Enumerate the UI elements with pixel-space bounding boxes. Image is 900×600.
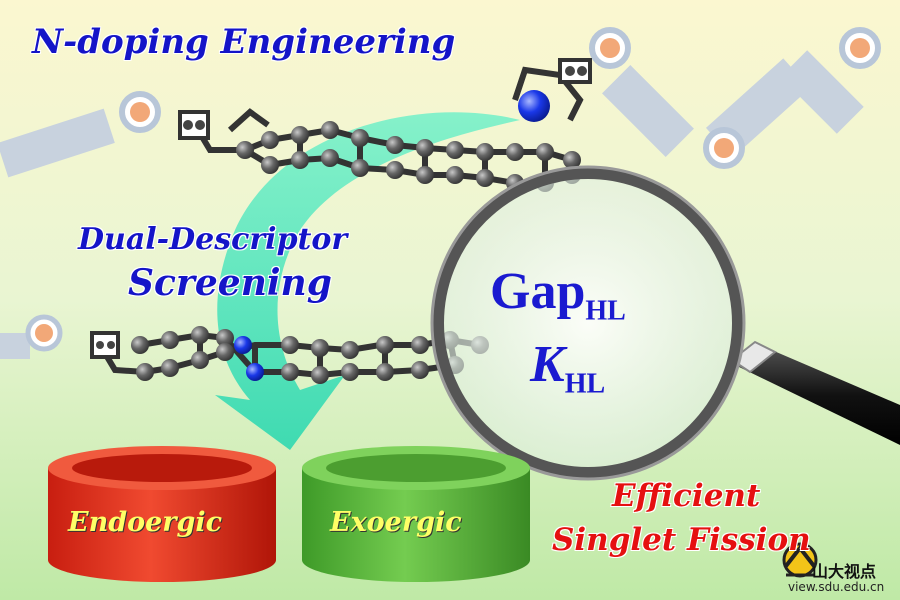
polymer-chain-top	[589, 27, 881, 169]
k-descriptor: KHL	[530, 335, 605, 400]
molecule-top-atoms	[178, 58, 592, 192]
gap-subscript: HL	[585, 295, 626, 327]
watermark-url: view.sdu.edu.cn	[788, 580, 885, 594]
k-subscript: HL	[564, 368, 606, 400]
k-main: K	[530, 336, 565, 393]
screening-line-2: Screening	[128, 262, 332, 304]
magnifying-glass-icon	[430, 165, 900, 481]
polymer-chain-left	[0, 91, 161, 359]
exoergic-cylinder	[302, 446, 530, 582]
gap-descriptor: GapHL	[490, 262, 626, 327]
endoergic-label: Endoergic	[68, 507, 223, 538]
result-line-1: Efficient	[612, 478, 761, 514]
exoergic-label: Exoergic	[330, 507, 462, 538]
screening-line-1: Dual-Descriptor	[78, 222, 348, 257]
gap-main: Gap	[490, 263, 586, 320]
nitrogen-atom	[518, 90, 550, 122]
endoergic-cylinder	[48, 446, 276, 582]
screening-arrow	[215, 112, 520, 451]
watermark-logo	[782, 542, 818, 578]
result-line-2: Singlet Fission	[552, 522, 811, 558]
watermark-text: 山大视点	[812, 562, 877, 581]
title: N-doping Engineering	[32, 22, 456, 62]
